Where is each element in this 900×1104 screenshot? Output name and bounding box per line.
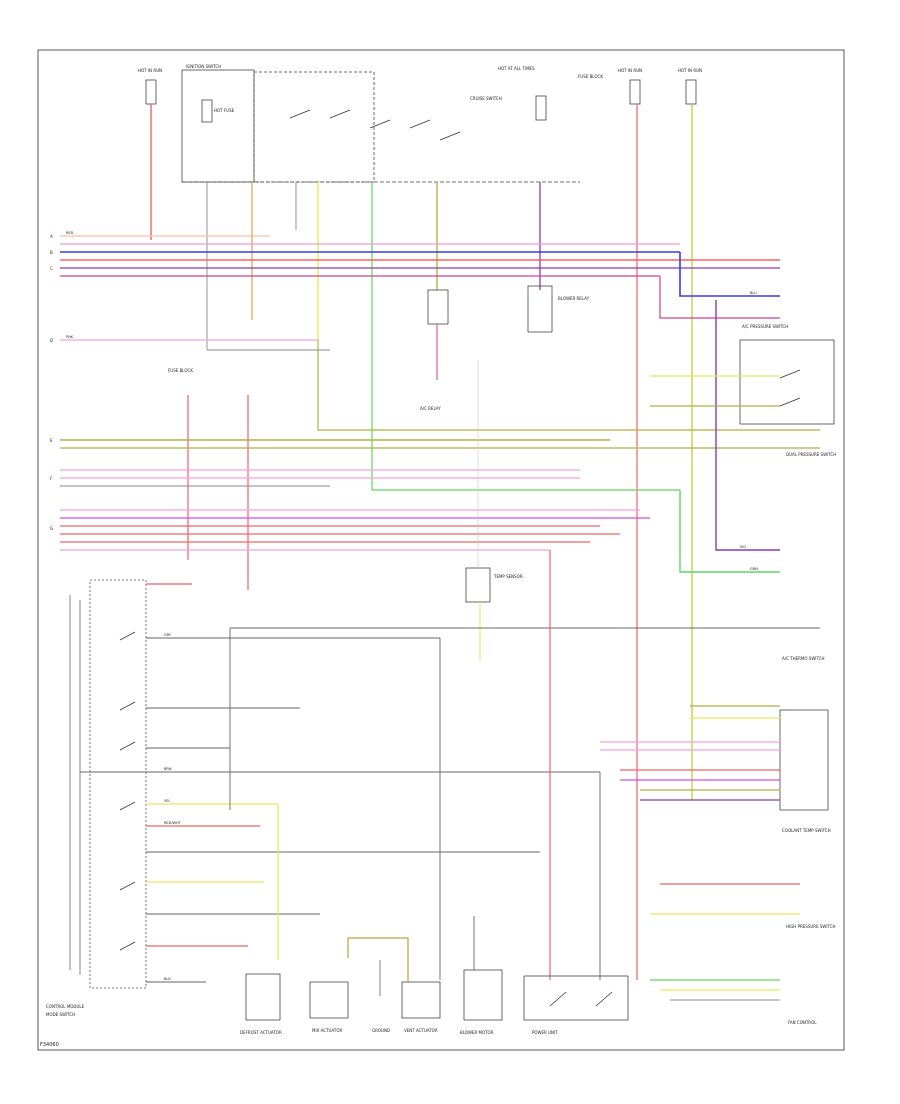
wire-green-right (679, 490, 780, 573)
top-headers: HOT IN RUN HOT AT ALL TIMES HOT IN RUN H… (138, 66, 702, 79)
wire-tag-pnk: PNK (66, 335, 74, 339)
high-pressure-switch-label: HIGH PRESSURE SWITCH (786, 924, 836, 929)
diagram-frame (37, 49, 845, 1051)
fuse-right-1 (629, 79, 641, 105)
dual-pressure-switch-label: DUAL PRESSURE SWITCH (786, 452, 836, 457)
cruise-switch-label: CRUISE SWITCH (470, 96, 502, 101)
fuse-center (535, 95, 547, 121)
wire-magenta-right (659, 276, 780, 319)
bus-label-d: D (50, 338, 53, 343)
blower-motor-label: BLOWER MOTOR (460, 1030, 494, 1035)
switch-contact-3 (369, 119, 391, 129)
control-module-label: CONTROL MODULE (46, 1004, 85, 1009)
mode-switch-label: MODE SWITCH (46, 1012, 75, 1017)
actuator-mid: MIX ACTUATOR (309, 981, 349, 1033)
wire-tag-brn: BRN (164, 767, 172, 771)
power-unit-label: POWER UNIT (532, 1030, 558, 1035)
fan-control-label: FAN CONTROL (788, 1020, 817, 1025)
ground-label: GROUND (372, 1028, 390, 1033)
header-hot-in-run-r2: HOT IN RUN (678, 68, 702, 73)
wire-tag-vio: VIO (740, 545, 746, 549)
header-hot-in-run-left: HOT IN RUN (138, 68, 162, 73)
header-hot-at-all-times: HOT AT ALL TIMES (498, 66, 535, 71)
ignition-switch-label: IGNITION SWITCH (186, 64, 221, 69)
ac-pressure-switch-label: A/C PRESSURE SWITCH (742, 324, 788, 329)
blower-relay: BLOWER RELAY (527, 285, 590, 333)
ac-relay-label: A/C RELAY (420, 406, 441, 411)
ground-symbol: GROUND (372, 960, 390, 1033)
wire-tag-gry: GRY (164, 633, 172, 637)
bus-label-f: F (50, 476, 53, 481)
switch-contact-1 (289, 109, 311, 119)
wire-tag-red-wht: RED/WHT (164, 821, 182, 825)
blower-relay-label: BLOWER RELAY (558, 296, 590, 301)
coolant-switch-label: COOLANT TEMP SWITCH (782, 828, 831, 833)
bus-label-a: A (50, 234, 53, 239)
temp-sensor: TEMP SENSOR (465, 360, 523, 660)
fuse-element (201, 99, 213, 123)
wire-olive-loop (317, 340, 820, 431)
header-hot-in-run-r1: HOT IN RUN (618, 68, 642, 73)
power-unit: POWER UNIT (523, 975, 629, 1035)
high-pressure-switch: HIGH PRESSURE SWITCH FAN CONTROL (650, 924, 836, 1025)
fuse-box-outline (181, 69, 255, 183)
switch-box-outline (253, 71, 375, 183)
actuator-left: DEFROST ACTUATOR (240, 973, 282, 1035)
bus-labels: A B C D E F G (50, 234, 53, 531)
ac-pressure-switch: A/C PRESSURE SWITCH (650, 324, 835, 425)
wire-tag-labels: RED BLU GRN YEL RED/WHT BLK PNK VIO GRY … (66, 231, 758, 981)
fuse-left (145, 79, 157, 105)
wire-tag-yel: YEL (164, 799, 170, 803)
coolant-switch: COOLANT TEMP SWITCH (650, 828, 831, 915)
bus-label-b: B (50, 250, 53, 255)
control-module: CONTROL MODULE MODE SWITCH (46, 579, 147, 1017)
actuator-mid-label: MIX ACTUATOR (312, 1028, 342, 1033)
thermo-switch: A/C THERMO SWITCH (600, 656, 829, 811)
actuator-right: VENT ACTUATOR (347, 937, 441, 1033)
cruise-switch-box: CRUISE SWITCH (253, 71, 502, 183)
header-fuse-block: FUSE BLOCK (578, 74, 603, 79)
switch-contact-4 (409, 119, 431, 129)
ignition-switch-box: IGNITION SWITCH HOT FUSE (181, 64, 255, 183)
wire-tag-blu: BLU (750, 291, 757, 295)
wire-purple-right (715, 300, 780, 551)
actuator-right-label: VENT ACTUATOR (404, 1028, 438, 1033)
switch-contact-5 (439, 131, 461, 141)
thermo-switch-label: A/C THERMO SWITCH (782, 656, 824, 661)
bus-label-e: E (50, 438, 53, 443)
fuse-block-mid: FUSE BLOCK (168, 368, 249, 590)
ac-relay: A/C RELAY (420, 289, 449, 411)
fuse-right-2 (685, 79, 697, 105)
wire-blue-right (679, 252, 780, 297)
control-module-outline (89, 579, 147, 989)
bus-label-c: C (50, 266, 53, 271)
switch-contact-2 (329, 109, 351, 119)
bus-label-g: G (50, 526, 53, 531)
wire-tag-blk: BLK (164, 977, 171, 981)
dual-pressure-switch: DUAL PRESSURE SWITCH (786, 452, 836, 457)
blower-motor: BLOWER MOTOR (460, 916, 503, 1035)
figure-id: F34060 (40, 1042, 59, 1048)
fuse-block-mid-label: FUSE BLOCK (168, 368, 193, 373)
actuator-left-label: DEFROST ACTUATOR (240, 1030, 282, 1035)
wire-tag-grn: GRN (750, 567, 758, 571)
wire-tag-red: RED (66, 231, 74, 235)
hot-fuse-label: HOT FUSE (214, 108, 235, 113)
temp-sensor-label: TEMP SENSOR (493, 574, 523, 579)
